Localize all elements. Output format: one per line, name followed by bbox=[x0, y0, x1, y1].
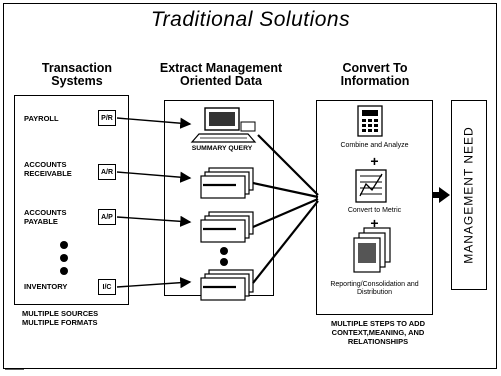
system-label-inventory: INVENTORY bbox=[24, 282, 68, 291]
footer-multiple-steps: MULTIPLE STEPS TO ADD CONTEXT,MEANING, A… bbox=[330, 319, 426, 346]
slide-title: Traditional Solutions bbox=[150, 8, 351, 31]
header-convert-information: Convert To Information bbox=[340, 61, 410, 88]
calculator-icon bbox=[357, 105, 383, 137]
plus-sign: + bbox=[370, 153, 379, 169]
management-need-text-wrap: MANAGEMENT NEED bbox=[451, 100, 487, 290]
ellipsis-dot bbox=[220, 258, 228, 266]
combine-analyze-label: Combine and Analyze bbox=[340, 142, 409, 149]
slide-frame bbox=[3, 3, 497, 369]
ellipsis-dot bbox=[60, 267, 68, 275]
summary-query-label: SUMMARY QUERY bbox=[191, 145, 253, 152]
management-need-label: MANAGEMENT NEED bbox=[462, 126, 476, 264]
system-label-receivable: ACCOUNTS RECEIVABLE bbox=[24, 160, 72, 178]
document-stack-icon bbox=[353, 227, 391, 273]
transaction-systems-box bbox=[14, 95, 129, 305]
system-label-payroll: PAYROLL bbox=[24, 114, 59, 123]
converge-line bbox=[252, 200, 319, 284]
converge-line bbox=[252, 197, 319, 229]
system-tag-ar: A/R bbox=[98, 164, 116, 180]
convert-metric-label: Convert to Metric bbox=[347, 207, 402, 214]
ellipsis-dot bbox=[220, 247, 228, 255]
arrow-payroll bbox=[116, 117, 192, 129]
ellipsis-dot bbox=[60, 241, 68, 249]
system-tag-ap: A/P bbox=[98, 209, 116, 225]
report-stack-icon bbox=[200, 167, 254, 199]
management-need-box bbox=[451, 100, 487, 290]
arrow-receivable bbox=[116, 171, 192, 183]
header-extract-data: Extract Management Oriented Data bbox=[159, 61, 283, 88]
arrow-inventory bbox=[116, 277, 192, 289]
computer-icon bbox=[190, 107, 257, 143]
report-stack-icon bbox=[200, 211, 254, 243]
footer-multiple-sources: MULTIPLE SOURCES MULTIPLE FORMATS bbox=[22, 309, 99, 327]
arrow-payable bbox=[116, 215, 192, 227]
system-tag-pr: P/R bbox=[98, 110, 116, 126]
reporting-label: Reporting/Consolidation and Distribution bbox=[330, 281, 419, 296]
converge-line bbox=[252, 181, 319, 199]
converge-line bbox=[257, 134, 319, 196]
ellipsis-dot bbox=[60, 254, 68, 262]
report-stack-icon bbox=[200, 269, 254, 301]
system-label-payable: ACCOUNTS PAYABLE bbox=[24, 208, 67, 226]
plus-sign: + bbox=[370, 215, 379, 231]
header-transaction-systems: Transaction Systems bbox=[41, 61, 113, 88]
convert-information-box bbox=[316, 100, 433, 315]
chart-icon bbox=[355, 169, 387, 203]
system-tag-ic: I/C bbox=[98, 279, 116, 295]
